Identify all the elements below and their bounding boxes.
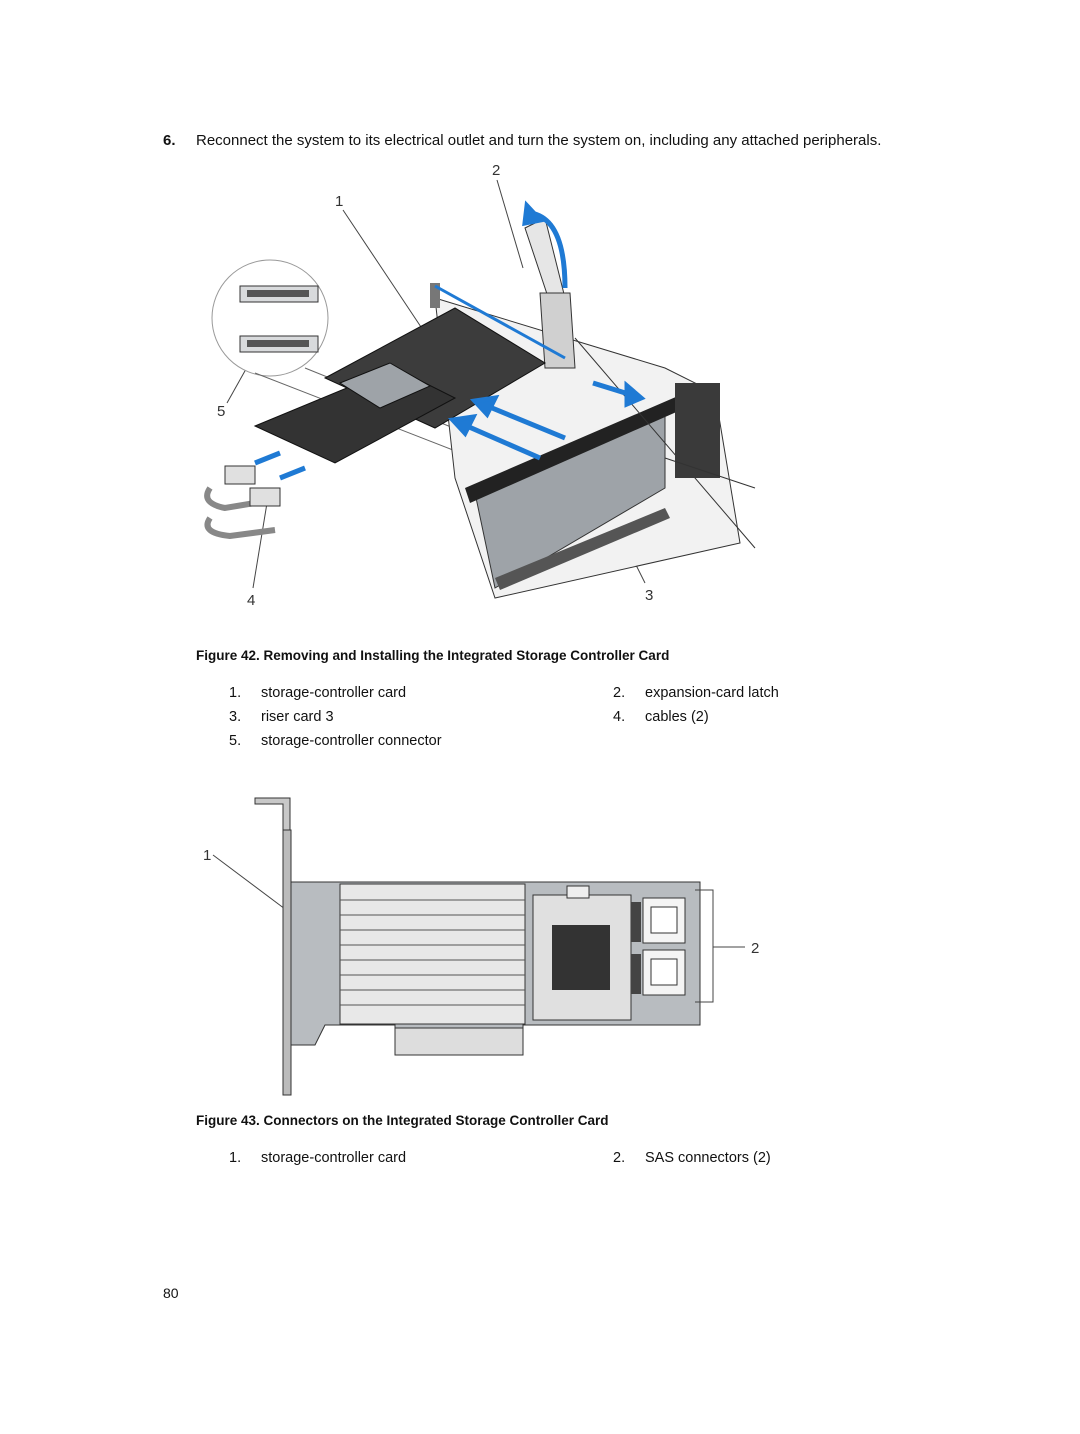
legend-label: expansion-card latch [645, 685, 779, 701]
step-text: Reconnect the system to its electrical o… [196, 132, 882, 149]
callout-4: 4 [247, 592, 255, 609]
callout-2: 2 [492, 162, 500, 179]
figure-43-illustration: 1 2 [203, 797, 759, 1096]
legend-item-1: 1. storage-controller card [229, 1146, 406, 1170]
legend-num: 2. [613, 1150, 626, 1166]
heatsink [339, 883, 526, 1025]
storage-controller-card [290, 881, 701, 1056]
legend-num: 3. [229, 709, 242, 725]
figure-43-caption: Figure 43. Connectors on the Integrated … [196, 1113, 609, 1128]
page-number: 80 [163, 1285, 179, 1301]
step-number: 6. [163, 132, 176, 149]
legend-item-4: 4. cables (2) [613, 705, 709, 729]
storage-controller-card [253, 307, 546, 464]
pci-bracket [254, 797, 292, 1096]
connector-zoom-inset [211, 259, 541, 479]
callout-1: 1 [335, 193, 343, 210]
legend-num: 1. [229, 1150, 242, 1166]
sas-connectors [631, 897, 686, 996]
leader-line-1 [212, 854, 294, 916]
pcie-edge-connector [394, 1027, 524, 1056]
figure-42-illustration: 1 2 3 4 5 [204, 162, 756, 609]
legend-label: SAS connectors (2) [645, 1150, 771, 1166]
callout-2: 2 [751, 940, 759, 957]
legend-num: 2. [613, 685, 626, 701]
legend-label: storage-controller card [261, 1150, 407, 1166]
legend-label: storage-controller connector [261, 733, 442, 749]
legend-num: 4. [613, 709, 626, 725]
legend-item-1: 1. storage-controller card [229, 681, 406, 705]
legend-item-2: 2. SAS connectors (2) [613, 1146, 771, 1170]
legend-item-5: 5. storage-controller connector [229, 729, 442, 753]
legend-label: cables (2) [645, 709, 709, 725]
cables [204, 465, 281, 540]
legend-item-3: 3. riser card 3 [229, 705, 334, 729]
expansion-card-latch [430, 217, 576, 369]
callout-5: 5 [217, 403, 225, 420]
legend-num: 1. [229, 685, 242, 701]
insertion-arrows [254, 200, 646, 481]
legend-label: storage-controller card [261, 685, 407, 701]
callout-3: 3 [645, 587, 653, 604]
figure-42-caption: Figure 42. Removing and Installing the I… [196, 648, 670, 663]
legend-label: riser card 3 [261, 709, 334, 725]
callout-bracket-2 [695, 889, 714, 1003]
callout-1: 1 [203, 847, 211, 864]
legend-item-2: 2. expansion-card latch [613, 681, 779, 705]
legend-num: 5. [229, 733, 242, 749]
